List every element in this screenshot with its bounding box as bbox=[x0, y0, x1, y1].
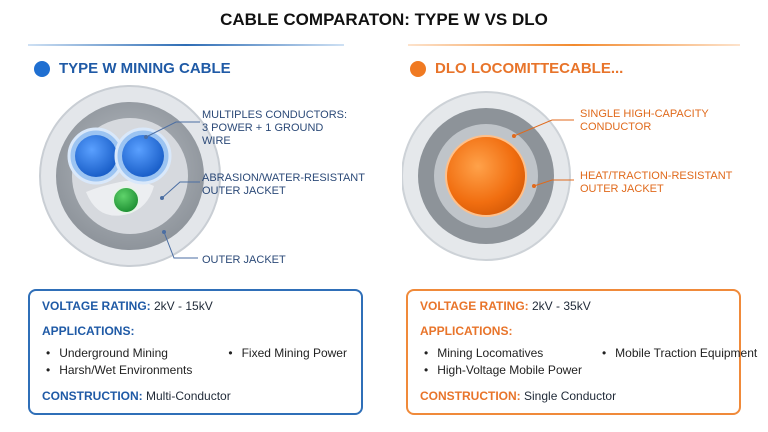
callout-heat-jacket: HEAT/TRACTION-RESISTANT OUTER JACKET bbox=[580, 170, 732, 196]
voltage-rating-value: 2kV - 35kV bbox=[532, 299, 591, 313]
construction: CONSTRUCTION: Multi-Conductor bbox=[42, 389, 349, 404]
construction-label: CONSTRUCTION: bbox=[420, 389, 521, 403]
callout-outer-jacket: OUTER JACKET bbox=[202, 254, 286, 267]
callout-line: SINGLE HIGH-CAPACITY bbox=[580, 108, 709, 120]
list-item: Harsh/Wet Environments bbox=[46, 363, 194, 377]
dlo-heading-label: DLO LOCOMITTECABLE... bbox=[435, 60, 624, 77]
callout-line: OUTER JACKET bbox=[580, 183, 664, 195]
applications-list: Mining Locomatives Mobile Traction Equip… bbox=[420, 346, 757, 377]
list-item: Mining Locomatives bbox=[424, 346, 582, 360]
leader-dot-multi-conductor bbox=[144, 135, 148, 139]
construction-label: CONSTRUCTION: bbox=[42, 389, 143, 403]
callout-line: MULTIPLES CONDUCTORS: bbox=[202, 109, 348, 121]
type-w-heading: TYPE W MINING CABLE bbox=[34, 60, 231, 77]
applications-label: APPLICATIONS: bbox=[42, 324, 135, 338]
power-conductor-1-core bbox=[75, 135, 117, 177]
ground-conductor bbox=[112, 186, 140, 214]
callout-abrasion-jacket: ABRASION/WATER-RESISTANT OUTER JACKET bbox=[202, 172, 365, 198]
orange-dot-icon bbox=[410, 60, 426, 77]
voltage-rating-label: VOLTAGE RATING: bbox=[42, 299, 151, 313]
list-item: Fixed Mining Power bbox=[228, 346, 349, 360]
dlo-heading: DLO LOCOMITTECABLE... bbox=[410, 60, 623, 77]
callout-line: OUTER JACKET bbox=[202, 185, 286, 197]
type-w-heading-label: TYPE W MINING CABLE bbox=[59, 60, 231, 77]
callout-single-conductor: SINGLE HIGH-CAPACITY CONDUCTOR bbox=[580, 108, 709, 134]
callout-line: ABRASION/WATER-RESISTANT bbox=[202, 172, 365, 184]
callout-line: HEAT/TRACTION-RESISTANT bbox=[580, 170, 733, 182]
callout-line: CONDUCTOR bbox=[580, 121, 652, 133]
list-item: High-Voltage Mobile Power bbox=[424, 363, 582, 377]
applications-list: Underground Mining Fixed Mining Power Ha… bbox=[42, 346, 349, 377]
callout-line: WIRE bbox=[202, 135, 231, 147]
leader-single-conductor bbox=[513, 119, 574, 137]
callout-line: OUTER JACKET bbox=[202, 254, 286, 266]
list-item: Mobile Traction Equipment bbox=[602, 346, 757, 360]
leader-dot-single-conductor bbox=[512, 134, 516, 138]
voltage-rating-value: 2kV - 15kV bbox=[154, 299, 213, 313]
leader-multi-conductor bbox=[145, 121, 200, 138]
blue-dot-icon bbox=[34, 60, 50, 77]
construction-value: Multi-Conductor bbox=[146, 389, 231, 403]
dlo-info-box: VOLTAGE RATING: 2kV - 35kV APPLICATIONS:… bbox=[406, 289, 757, 415]
leader-dot-outer-jacket bbox=[162, 230, 166, 234]
list-item: Underground Mining bbox=[46, 346, 194, 360]
voltage-rating-label: VOLTAGE RATING: bbox=[420, 299, 529, 313]
type-w-info-box: VOLTAGE RATING: 2kV - 15kV APPLICATIONS:… bbox=[28, 289, 363, 415]
leader-dot-abrasion-jacket bbox=[160, 196, 164, 200]
callout-line: 3 POWER + 1 GROUND bbox=[202, 122, 324, 134]
leader-dot-heat-jacket bbox=[532, 184, 536, 188]
leader-outer-jacket bbox=[163, 231, 198, 259]
construction-value: Single Conductor bbox=[524, 389, 617, 403]
type-w-cable-diagram bbox=[39, 85, 221, 267]
leader-abrasion-jacket bbox=[161, 181, 200, 199]
right-divider bbox=[408, 44, 740, 46]
voltage-rating: VOLTAGE RATING: 2kV - 35kV bbox=[420, 299, 727, 314]
dlo-cable-diagram bbox=[402, 91, 574, 261]
voltage-rating: VOLTAGE RATING: 2kV - 15kV bbox=[42, 299, 349, 314]
left-divider bbox=[28, 44, 344, 46]
construction: CONSTRUCTION: Single Conductor bbox=[420, 389, 727, 404]
power-conductor-2-core bbox=[122, 135, 164, 177]
applications-label: APPLICATIONS: bbox=[420, 324, 513, 338]
page-title: CABLE COMPARATON: TYPE W VS DLO bbox=[220, 10, 548, 29]
callout-multi-conductor: MULTIPLES CONDUCTORS: 3 POWER + 1 GROUND… bbox=[202, 109, 347, 148]
dlo-conductor bbox=[445, 135, 527, 217]
leader-heat-jacket bbox=[533, 179, 574, 187]
